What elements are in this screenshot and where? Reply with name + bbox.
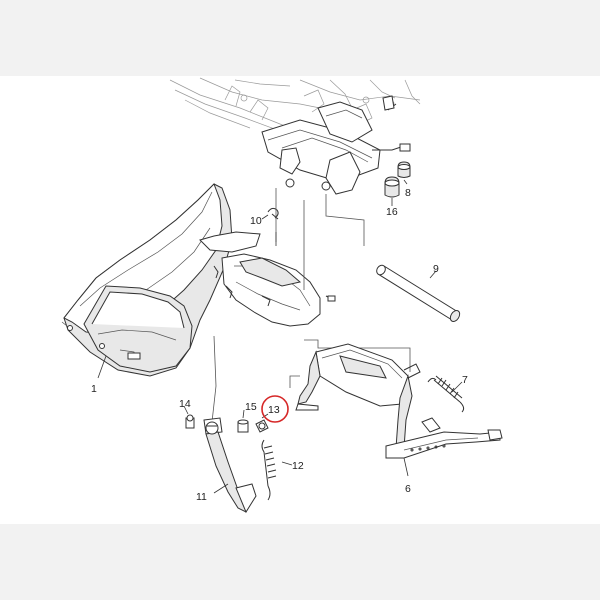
callout-14: 14 <box>179 398 191 410</box>
highlight-circle <box>261 395 289 423</box>
leader-part-1 <box>97 355 107 379</box>
damper-parts <box>384 161 411 206</box>
callout-9: 9 <box>433 263 439 275</box>
stand-spring-part <box>427 375 465 413</box>
side-stand-assembly <box>183 405 293 514</box>
undercover-part <box>61 183 336 377</box>
main-stand-part <box>295 343 503 477</box>
callout-1: 1 <box>91 383 97 395</box>
callout-16: 16 <box>386 206 398 218</box>
upper-bracket <box>261 95 411 195</box>
callout-8: 8 <box>405 187 411 199</box>
callout-10: 10 <box>250 215 262 227</box>
clip-part <box>261 207 279 220</box>
frame-structure <box>169 77 421 133</box>
callout-11: 11 <box>196 491 207 503</box>
callout-6: 6 <box>405 483 411 495</box>
callout-7: 7 <box>462 374 468 386</box>
callout-12: 12 <box>292 460 304 472</box>
callout-13: 13 <box>268 404 280 416</box>
callout-15: 15 <box>245 401 257 413</box>
shaft-part <box>376 264 461 323</box>
